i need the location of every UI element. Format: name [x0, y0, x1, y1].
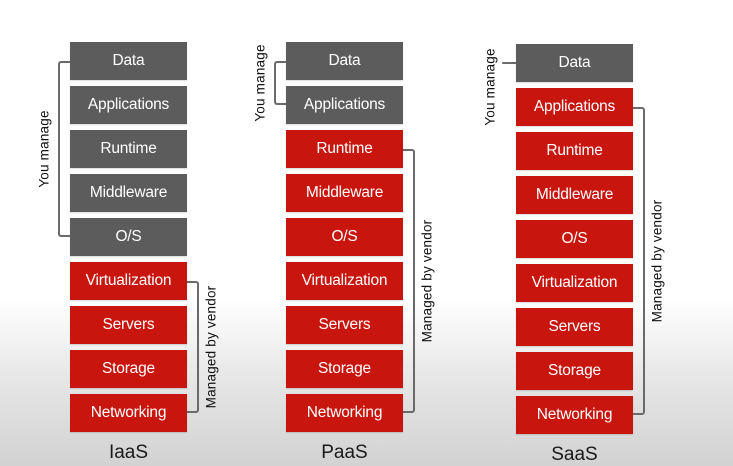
you-manage-bracket — [58, 61, 70, 237]
layer-applications: Applications — [286, 86, 403, 124]
layer-networking: Networking — [70, 394, 187, 432]
layer-runtime: Runtime — [286, 130, 403, 168]
layer-data: Data — [516, 44, 633, 82]
layer-servers: Servers — [70, 306, 187, 344]
layer-data: Data — [70, 42, 187, 80]
layer-runtime: Runtime — [70, 130, 187, 168]
vendor-label: Managed by vendor — [649, 199, 665, 323]
column-title: SaaS — [551, 444, 598, 465]
layer-middleware: Middleware — [70, 174, 187, 212]
layer-servers: Servers — [516, 308, 633, 346]
vendor-bracket — [633, 107, 645, 415]
layer-networking: Networking — [516, 396, 633, 434]
layer-o-s: O/S — [70, 218, 187, 256]
vendor-bracket — [187, 281, 199, 413]
layer-o-s: O/S — [516, 220, 633, 258]
layer-storage: Storage — [286, 350, 403, 388]
layer-virtualization: Virtualization — [70, 262, 187, 300]
column-title: PaaS — [321, 442, 368, 463]
layer-storage: Storage — [516, 352, 633, 390]
layer-data: Data — [286, 42, 403, 80]
you-manage-label: You manage — [36, 110, 52, 188]
layer-networking: Networking — [286, 394, 403, 432]
you-manage-bracket — [274, 61, 286, 105]
you-manage-bracket — [502, 62, 516, 64]
layer-storage: Storage — [70, 350, 187, 388]
column-title: IaaS — [108, 442, 149, 463]
you-manage-label: You manage — [482, 48, 498, 126]
layer-runtime: Runtime — [516, 132, 633, 170]
layer-o-s: O/S — [286, 218, 403, 256]
layer-middleware: Middleware — [286, 174, 403, 212]
layer-applications: Applications — [516, 88, 633, 126]
layer-applications: Applications — [70, 86, 187, 124]
vendor-bracket — [403, 149, 415, 413]
vendor-label: Managed by vendor — [419, 219, 435, 343]
layer-virtualization: Virtualization — [286, 262, 403, 300]
vendor-label: Managed by vendor — [203, 285, 219, 409]
layer-middleware: Middleware — [516, 176, 633, 214]
you-manage-label: You manage — [252, 44, 268, 122]
layer-virtualization: Virtualization — [516, 264, 633, 302]
layer-servers: Servers — [286, 306, 403, 344]
